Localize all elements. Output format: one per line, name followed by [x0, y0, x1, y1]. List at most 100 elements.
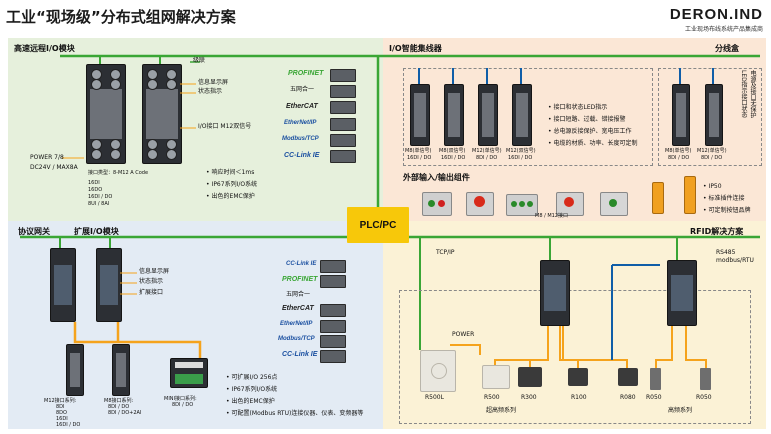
- dist-box-1: [672, 84, 690, 146]
- m12-expansion: [66, 344, 84, 396]
- tl-proto-cclink-icon: [330, 150, 356, 163]
- ext-feature-2: 可定制按钮品牌: [703, 207, 751, 215]
- hub-1: [410, 84, 430, 146]
- tl-feature-2: 出色的EMC保护: [206, 193, 255, 201]
- dist-box-2: [705, 84, 723, 146]
- tl-spec-0: 16DI: [88, 180, 100, 186]
- reader-r300: [518, 367, 542, 387]
- bl-proto-ethercat: EtherCAT: [282, 305, 314, 312]
- tl-spec-3: 8UI / 8AI: [88, 201, 110, 207]
- tl-proto-ethercat-icon: [330, 101, 356, 114]
- tl-feature-1: IP67系列I/O系统: [206, 181, 258, 189]
- rfid-controller-1: [540, 260, 570, 326]
- box-cable-2: [712, 68, 714, 84]
- m8-label-name: M8接口系列:: [104, 398, 134, 404]
- tl-callout-display: 信息显示屏: [198, 79, 229, 86]
- tl-voltage: DC24V / MAX8A: [30, 164, 78, 171]
- box-1-spec: 8DI / DO: [668, 155, 690, 161]
- m8-spec-0: 8DI / DO: [108, 404, 130, 410]
- br-modbus: modbus/RTU: [716, 257, 754, 264]
- br-title: RFID解决方案: [690, 227, 744, 236]
- hub-feature-0: 接口和状态LED指示: [548, 104, 608, 112]
- bl-proto-modbus-icon: [320, 335, 346, 348]
- tl-callout-status: 状态指示: [198, 88, 223, 95]
- mini-spec-0: 8DI / DO: [172, 402, 194, 408]
- br-power: POWER: [452, 331, 475, 338]
- reader-r100: [568, 368, 588, 386]
- tl-proto-fivenet-icon: [330, 85, 356, 98]
- tr-title2: 分线盒: [715, 44, 739, 53]
- hub-cable-3: [486, 68, 488, 84]
- hub-group-box: [403, 68, 653, 166]
- plc-pc-box: PLC/PC: [347, 207, 409, 243]
- m12-label-name: M12接口系列:: [44, 398, 77, 404]
- io-module-2: [142, 64, 182, 164]
- tl-spec-1: 16DO: [88, 187, 103, 193]
- bl-title-b: 扩展I/O模块: [74, 227, 119, 236]
- hub-cable-1: [418, 68, 420, 84]
- hub-4: [512, 84, 532, 146]
- tl-feature-0: 响应时间＜1ms: [206, 169, 255, 177]
- bl-proto-cclink-top-icon: [320, 260, 346, 273]
- hub-cable-4: [520, 68, 522, 84]
- box-2-name: M12(单信号): [697, 148, 727, 154]
- tl-title: 高速远程I/O模块: [14, 44, 75, 53]
- ext-switch-1: [652, 182, 664, 214]
- tl-power: POWER 7/8: [30, 154, 64, 161]
- box-feature-0: 电源及接口无保护: [749, 70, 756, 118]
- reader-label-6: R050: [696, 394, 712, 401]
- group-hf: 高频系列: [668, 407, 693, 414]
- bl-proto-profinet-icon: [320, 275, 346, 288]
- ext-button-box-3: [506, 194, 538, 216]
- reader-label-2: R300: [521, 394, 537, 401]
- logo-brand: DERON.IND: [669, 6, 763, 23]
- bl-proto-cclink-top: CC-Link IE: [286, 261, 317, 267]
- bl-proto-ethernetip-icon: [320, 320, 346, 333]
- ext-button-box-4: [556, 192, 584, 216]
- reader-label-0: R500L: [425, 394, 444, 401]
- hub-1-name: M8(单信号): [405, 148, 432, 154]
- panel-bottom-right: [383, 221, 766, 429]
- reader-r050-b: [700, 368, 711, 390]
- expansion-module: [96, 248, 122, 322]
- panel-top-left: [8, 38, 383, 221]
- m12-spec-1: 8DO: [56, 410, 67, 416]
- bl-feature-0: 可扩展I/O 256点: [226, 374, 278, 382]
- bl-proto-ethernetip: EtherNet/IP: [280, 321, 313, 327]
- hub-feature-2: 总电源反接保护、宽电压工作: [548, 128, 632, 136]
- ext-button-box-2: [466, 192, 494, 216]
- hub-2-name: M8(双信号): [439, 148, 466, 154]
- hub-feature-1: 接口短路、过载、错接报警: [548, 116, 626, 124]
- hub-2-spec: 16DI / DO: [441, 155, 466, 161]
- tl-proto-ethernetip: EtherNet/IP: [284, 120, 317, 126]
- tl-proto-modbus-icon: [330, 134, 356, 147]
- m8-expansion: [112, 344, 130, 396]
- io-module-1: [86, 64, 126, 164]
- reader-r500: [482, 365, 510, 389]
- box-2-spec: 8DI / DO: [701, 155, 723, 161]
- group-uhf: 超高频系列: [486, 407, 517, 414]
- ext-caption: M8 / M12接口: [535, 213, 569, 219]
- reader-label-1: R500: [484, 394, 500, 401]
- cascade-label: 级联: [193, 57, 206, 64]
- tl-proto-modbus: Modbus/TCP: [282, 136, 319, 142]
- box-feature-1: LED指示接口状态: [740, 70, 747, 118]
- brand-logo: DERON.IND 工业现场布线系统产品集成商: [670, 6, 763, 33]
- hub-2: [444, 84, 464, 146]
- reader-r500l: [420, 350, 456, 392]
- box-cable-1: [679, 68, 681, 84]
- ext-switch-2: [684, 176, 696, 214]
- bl-feature-2: 出色的EMC保护: [226, 398, 275, 406]
- m12-spec-3: 16DI / DO: [56, 422, 81, 428]
- mini-expansion: [170, 358, 208, 388]
- bl-callout-expansion: 扩展接口: [139, 289, 164, 296]
- hub-4-name: M12(双信号): [506, 148, 536, 154]
- bl-proto-cclink: CC-Link IE: [282, 351, 318, 358]
- tl-spec-2: 16DI / DO: [88, 194, 113, 200]
- reader-r080: [618, 368, 638, 386]
- m12-spec-2: 16DI: [56, 416, 68, 422]
- tr-title: I/O智能集线器: [389, 44, 442, 53]
- tl-proto-profinet: PROFINET: [288, 70, 324, 77]
